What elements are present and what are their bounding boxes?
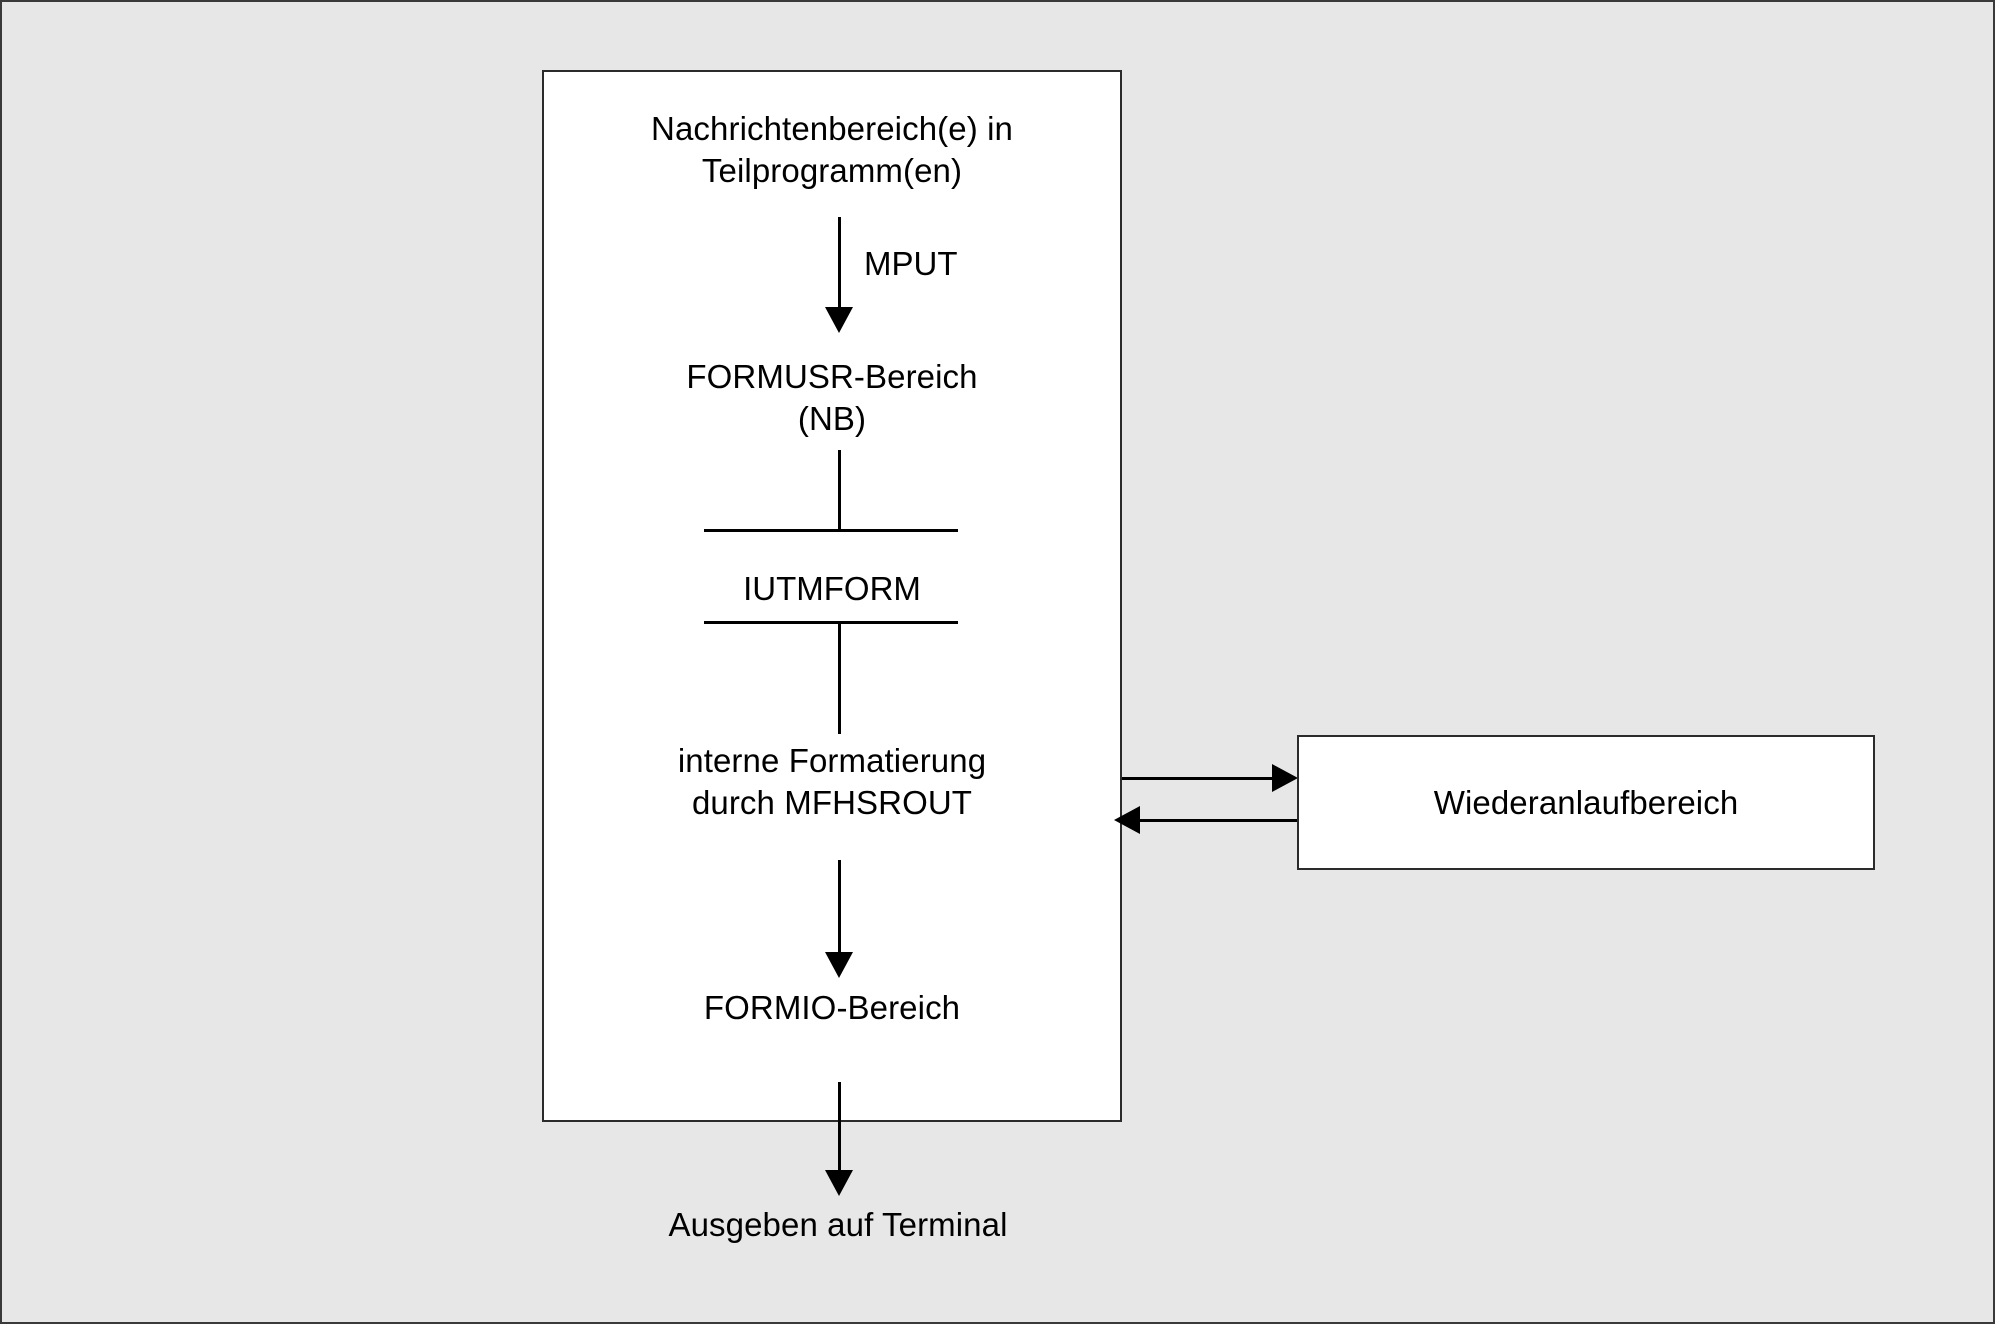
connector-to-recovery-arrowhead: [1272, 764, 1298, 792]
connector-mput-arrowhead: [825, 307, 853, 333]
main-process-box: [542, 70, 1122, 1122]
iutmform-rule-bottom: [704, 621, 958, 624]
node-formusr-area: FORMUSR-Bereich (NB): [686, 358, 978, 438]
recovery-area-label: Wiederanlaufbereich: [1433, 783, 1739, 821]
connector-from-recovery-arrowhead: [1114, 806, 1140, 834]
connector-formusr-to-iutmform: [838, 450, 841, 530]
node-internal-formatting: interne Formatierung durch MFHSROUT: [677, 742, 987, 822]
connector-formio-to-output: [838, 1082, 841, 1178]
node-terminal-output: Ausgeben auf Terminal: [668, 1206, 1008, 1243]
connector-from-recovery-line: [1137, 819, 1297, 822]
edge-label-mput: MPUT: [864, 245, 958, 282]
connector-mput-line: [838, 217, 841, 315]
iutmform-rule-top: [704, 529, 958, 532]
node-message-areas: Nachrichtenbereich(e) in Teilprogramm(en…: [651, 110, 1013, 190]
recovery-area-box: Wiederanlaufbereich: [1297, 735, 1875, 870]
connector-to-recovery-line: [1122, 777, 1282, 780]
connector-iutmform-to-formatting: [838, 621, 841, 734]
connector-formatting-to-formio-arrowhead: [825, 952, 853, 978]
node-formio-area: FORMIO-Bereich: [703, 989, 961, 1026]
node-iutmform: IUTMFORM: [743, 570, 921, 607]
connector-formatting-to-formio: [838, 860, 841, 959]
connector-formio-to-output-arrowhead: [825, 1170, 853, 1196]
